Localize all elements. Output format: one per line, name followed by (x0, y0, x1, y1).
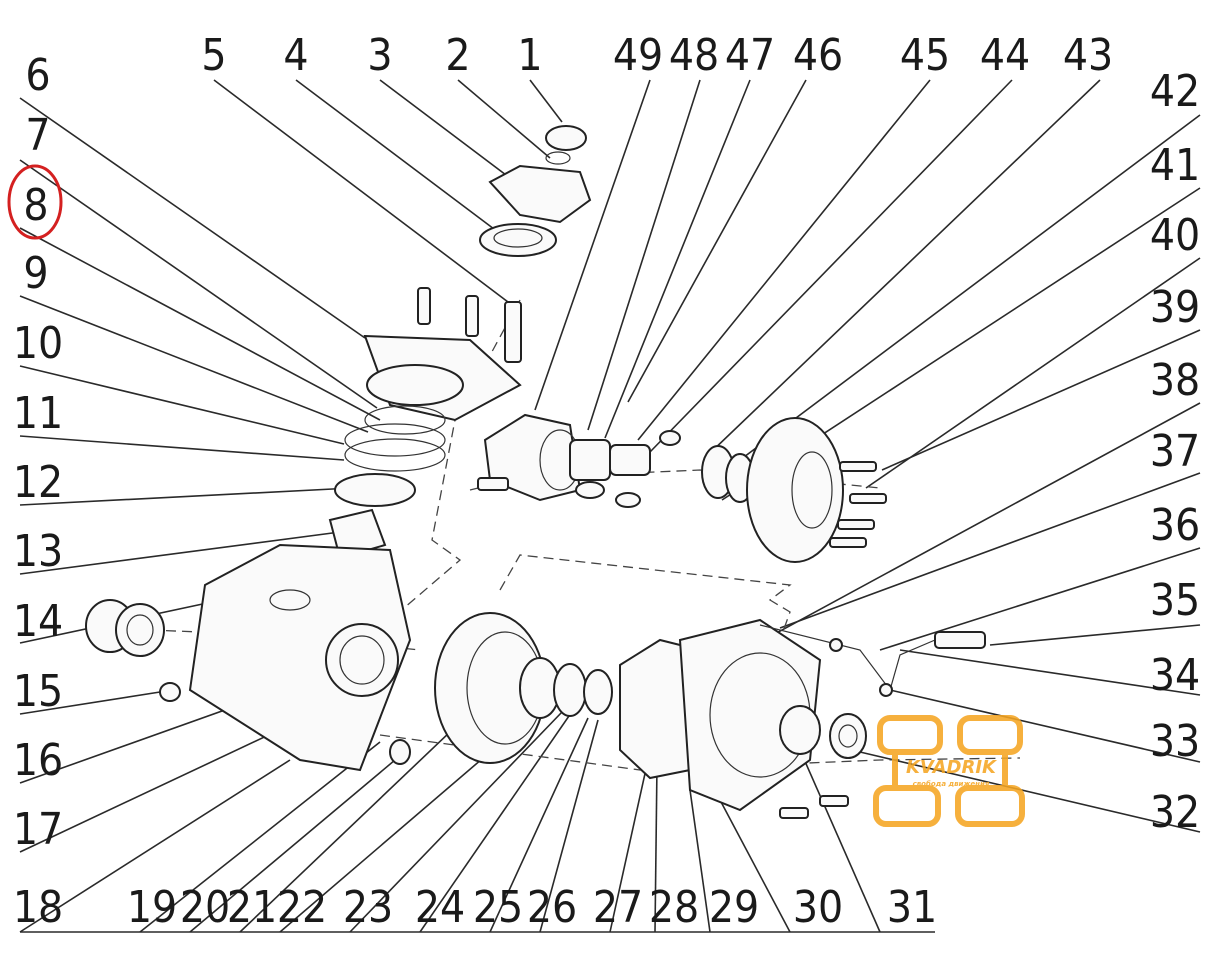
part-label-46: 46 (793, 30, 843, 81)
part-label-37: 37 (1150, 426, 1200, 477)
part-label-5: 5 (201, 30, 226, 81)
part-label-22: 22 (277, 882, 327, 933)
part-label-2: 2 (445, 30, 470, 81)
part-label-24: 24 (415, 882, 465, 933)
part-label-45: 45 (900, 30, 950, 81)
watermark-brand: KVADRIK (906, 757, 998, 778)
part-label-8: 8 (23, 180, 48, 231)
part-label-27: 27 (593, 882, 643, 933)
part-label-39: 39 (1150, 282, 1200, 333)
part-number-labels: 1 2 3 4 5 49 48 47 46 45 44 43 6 7 8 9 1… (13, 30, 1200, 933)
part-label-12: 12 (13, 457, 63, 508)
part-label-4: 4 (283, 30, 308, 81)
part-label-33: 33 (1150, 716, 1200, 767)
part-label-34: 34 (1150, 650, 1200, 701)
watermark-tagline: свобода движения (913, 780, 990, 788)
part-label-31: 31 (887, 882, 937, 933)
part-drawings (85, 125, 1021, 819)
part-label-28: 28 (649, 882, 699, 933)
part-label-49: 49 (613, 30, 663, 81)
part-label-21: 21 (227, 882, 277, 933)
part-label-48: 48 (669, 30, 719, 81)
part-label-13: 13 (13, 526, 63, 577)
part-label-18: 18 (13, 882, 63, 933)
part-label-16: 16 (13, 735, 63, 786)
part-label-41: 41 (1150, 140, 1200, 191)
part-label-30: 30 (793, 882, 843, 933)
part-label-10: 10 (13, 318, 63, 369)
part-label-43: 43 (1063, 30, 1113, 81)
highlight-circle (7, 164, 63, 240)
part-label-7: 7 (25, 110, 50, 161)
part-label-6: 6 (25, 50, 50, 101)
part-label-1: 1 (517, 30, 542, 81)
part-label-47: 47 (725, 30, 775, 81)
part-label-19: 19 (127, 882, 177, 933)
part-label-26: 26 (527, 882, 577, 933)
part-label-11: 11 (13, 388, 63, 439)
part-label-9: 9 (23, 248, 48, 299)
part-label-44: 44 (980, 30, 1030, 81)
part-label-40: 40 (1150, 210, 1200, 261)
part-label-14: 14 (13, 596, 63, 647)
part-label-35: 35 (1150, 575, 1200, 626)
part-label-36: 36 (1150, 500, 1200, 551)
part-label-20: 20 (180, 882, 230, 933)
part-label-32: 32 (1150, 787, 1200, 838)
part-label-42: 42 (1150, 66, 1200, 117)
part-label-15: 15 (13, 666, 63, 717)
atv-logo-icon (873, 715, 1025, 827)
part-label-38: 38 (1150, 355, 1200, 406)
part-label-25: 25 (473, 882, 523, 933)
watermark: KVADRIK свобода движения (873, 715, 1025, 827)
part-label-3: 3 (367, 30, 392, 81)
part-label-23: 23 (343, 882, 393, 933)
part-label-17: 17 (13, 804, 63, 855)
part-label-29: 29 (709, 882, 759, 933)
